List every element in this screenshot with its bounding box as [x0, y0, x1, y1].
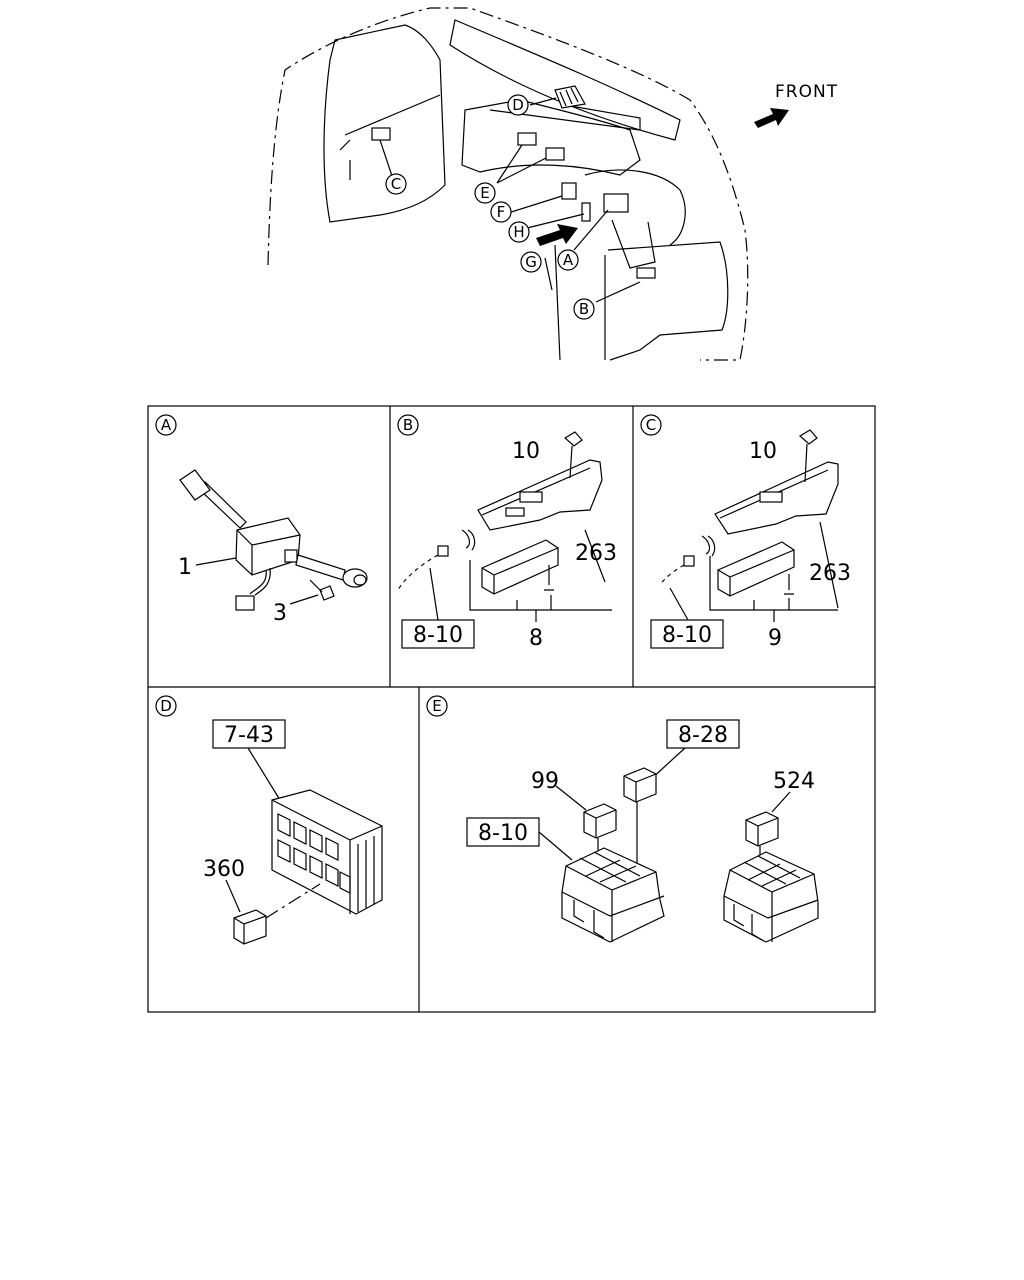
panel-a: A 1 3: [155, 414, 368, 626]
panel-d: D 7-43 360: [155, 695, 383, 945]
panel-e-badge-circle: [426, 695, 448, 717]
callout-d: D: [512, 96, 524, 114]
callout-a-circle: [557, 249, 579, 271]
callout-h-circle: [508, 221, 530, 243]
panel-b-label-263: 263: [575, 541, 617, 566]
callout-b: B: [579, 300, 589, 318]
panel-d-badge-circle: [155, 695, 177, 717]
callout-c-circle: [385, 173, 407, 195]
panel-e: E 8-28 8-10 99 524: [426, 695, 819, 943]
callout-a: A: [563, 251, 574, 269]
callout-e-circle: [474, 182, 496, 204]
panel-e-ref-8-10: 8-10: [478, 821, 528, 846]
panel-e-label-99: 99: [531, 769, 559, 794]
callout-e: E: [480, 184, 489, 202]
panel-b-badge: B: [403, 416, 413, 434]
cab-overview: A B C D E F G H FRONT: [267, 7, 838, 361]
detail-panel-grid: [147, 405, 876, 1013]
panel-e-ref-8-28: 8-28: [678, 723, 728, 748]
panel-b-ref: 8-10: [413, 623, 463, 648]
panel-c-label-263: 263: [809, 561, 851, 586]
callout-b-circle: [573, 298, 595, 320]
panel-a-label-3: 3: [273, 601, 287, 626]
panel-b-badge-circle: [397, 414, 419, 436]
callout-f: F: [497, 203, 506, 221]
panel-b-label-10: 10: [512, 439, 540, 464]
panel-a-badge: A: [161, 416, 172, 434]
callout-g-circle: [520, 251, 542, 273]
callout-h: H: [513, 223, 524, 241]
panel-c-badge-circle: [640, 414, 662, 436]
panel-c-label-9: 9: [768, 626, 782, 651]
front-arrow-icon: [754, 108, 789, 128]
panel-e-badge: E: [432, 697, 441, 715]
panel-c-badge: C: [646, 416, 656, 434]
panel-c-label-10: 10: [749, 439, 777, 464]
panel-a-label-1: 1: [178, 555, 192, 580]
panel-c: C 10 263 9 8-10: [640, 414, 851, 651]
overview-callouts: A B C D E F G H: [385, 94, 595, 320]
panel-b: B 10 263 8 8-10: [397, 414, 617, 651]
callout-g: G: [525, 253, 537, 271]
callout-d-circle: [507, 94, 529, 116]
panel-e-label-524: 524: [773, 769, 815, 794]
panel-b-label-8: 8: [529, 626, 543, 651]
panel-a-badge-circle: [155, 414, 177, 436]
callout-c: C: [391, 175, 401, 193]
panel-d-ref: 7-43: [224, 723, 274, 748]
panel-d-badge: D: [160, 697, 172, 715]
front-direction-label: FRONT: [775, 82, 838, 102]
callout-f-circle: [490, 201, 512, 223]
panel-d-label-360: 360: [203, 857, 245, 882]
panel-c-ref: 8-10: [662, 623, 712, 648]
